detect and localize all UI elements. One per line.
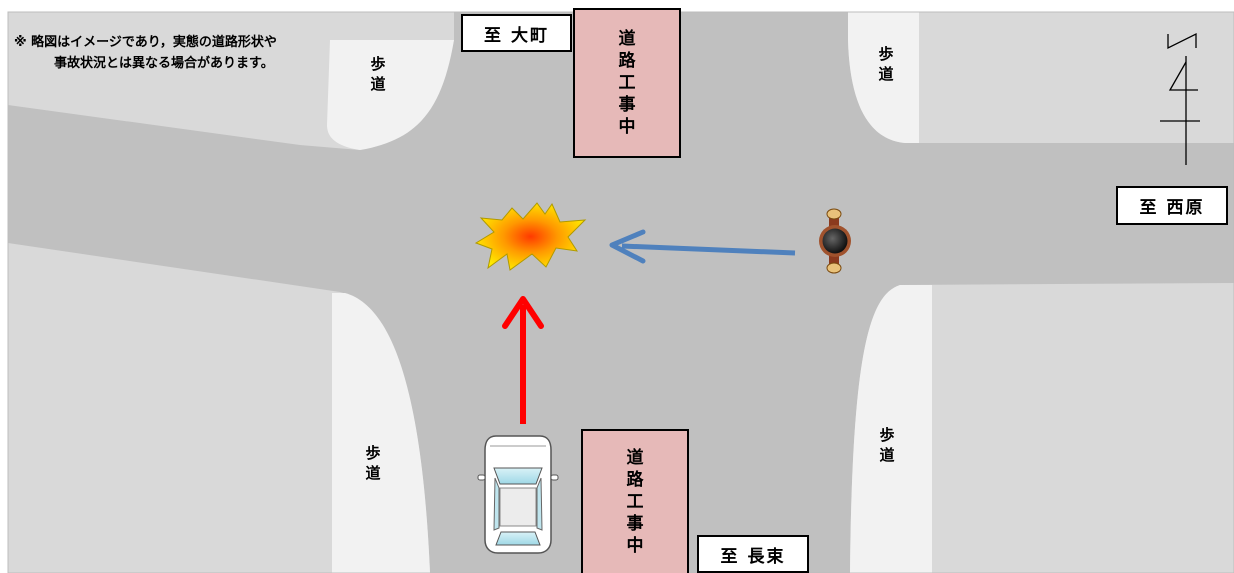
sidewalk-char: 歩 <box>879 426 895 444</box>
block-bottom-left <box>8 243 430 573</box>
sidewalk-bottom-right <box>850 285 932 573</box>
construction-char: 道 <box>618 29 636 49</box>
sidewalk-char: 歩 <box>878 45 894 63</box>
block-bottom-right <box>850 283 1234 573</box>
direction-label-north: 至 大町 <box>461 14 572 52</box>
direction-label-east: 至 西原 <box>1116 186 1228 225</box>
sidewalk-char: 道 <box>879 446 895 464</box>
block-top-right <box>848 12 1234 143</box>
sidewalk-bottom-left <box>332 293 430 573</box>
construction-char: 路 <box>626 470 644 490</box>
sidewalk-top-right <box>848 12 919 143</box>
construction-char: 路 <box>618 51 636 71</box>
car-direction-arrow <box>502 296 544 424</box>
construction-char: 事 <box>618 95 636 115</box>
sidewalk-label-top-left: 歩 道 <box>368 54 388 94</box>
sidewalk-label-bottom-right: 歩 道 <box>877 425 897 465</box>
sidewalk-char: 道 <box>370 75 386 93</box>
disclaimer-line-1: ※ 略図はイメージであり，実態の道路形状や <box>14 35 277 50</box>
collision-burst-icon <box>474 202 587 271</box>
motorcycle-direction-arrow <box>609 229 796 264</box>
sidewalk-top-left <box>327 40 454 150</box>
disclaimer-note: ※ 略図はイメージであり，実態の道路形状や 事故状況とは異なる場合があります。 <box>14 32 334 74</box>
construction-char: 道 <box>626 448 644 468</box>
north-arrow-icon <box>1160 32 1200 165</box>
construction-char: 事 <box>626 514 644 534</box>
sidewalk-label-bottom-left: 歩 道 <box>363 443 383 483</box>
disclaimer-line-2: 事故状況とは異なる場合があります。 <box>54 56 274 71</box>
sidewalk-char: 道 <box>878 65 894 83</box>
construction-zone-top: 道 路 工 事 中 <box>573 8 681 158</box>
construction-zone-bottom: 道 路 工 事 中 <box>581 429 689 573</box>
sidewalk-label-top-right: 歩 道 <box>876 44 896 84</box>
sidewalk-char: 道 <box>365 464 381 482</box>
construction-char: 工 <box>626 492 644 512</box>
sidewalk-char: 歩 <box>365 444 381 462</box>
motorcycle-icon <box>819 208 851 274</box>
construction-char: 工 <box>618 73 636 93</box>
construction-char: 中 <box>626 536 644 556</box>
construction-char: 中 <box>618 117 636 137</box>
car-icon <box>477 435 559 554</box>
sidewalk-char: 歩 <box>370 55 386 73</box>
direction-label-south: 至 長束 <box>697 535 809 573</box>
